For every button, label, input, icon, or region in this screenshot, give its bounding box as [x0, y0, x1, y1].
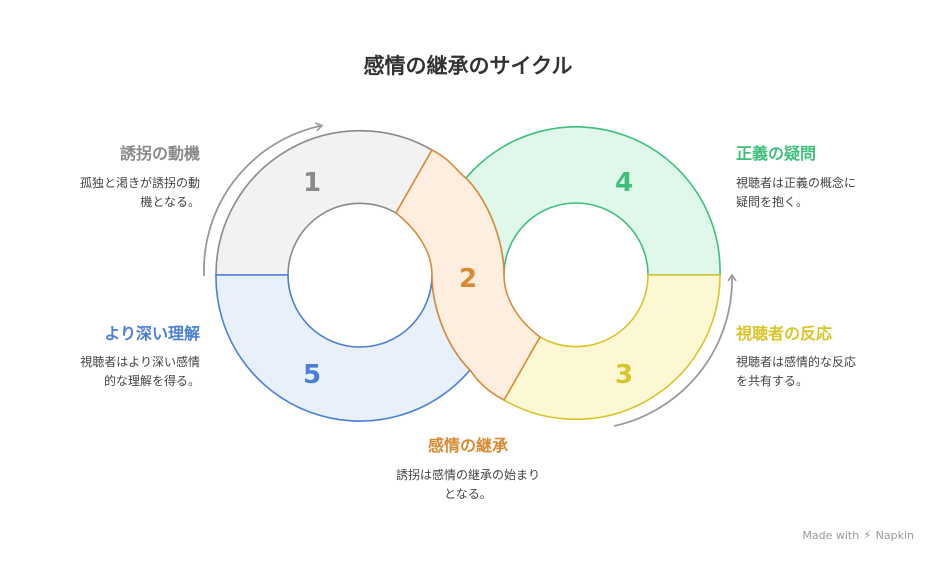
stage-1-text-line-2: 機となる。 — [140, 195, 200, 209]
segment-number-2: 2 — [459, 264, 477, 294]
stage-1-text-line-1: 孤独と渇きが誘拐の動 — [79, 176, 200, 190]
napkin-logo-icon: ⚡ — [863, 528, 872, 542]
stage-1-heading: 誘拐の動機 — [119, 144, 200, 163]
stage-5-heading: より深い理解 — [104, 324, 200, 343]
stage-3-text-line-2: を共有する。 — [736, 374, 809, 388]
arrow-bottom-right — [613, 273, 737, 427]
stage-5-text: 視聴者はより深い感情 的な理解を得る。 — [80, 353, 200, 391]
segment-2 — [394, 148, 542, 402]
segment-number-4: 4 — [615, 168, 633, 198]
stage-3-text-line-1: 視聴者は感情的な反応 — [736, 355, 857, 369]
segment-4 — [464, 126, 721, 276]
stage-3-heading: 視聴者の反応 — [736, 324, 833, 343]
stage-3-text: 視聴者は感情的な反応 を共有する。 — [736, 353, 856, 391]
stage-4-heading: 正義の疑問 — [736, 144, 817, 163]
stage-5-text-line-1: 視聴者はより深い感情 — [80, 355, 200, 369]
stage-4-text: 視聴者は正義の概念に 疑問を抱く。 — [736, 174, 856, 212]
stage-1-text: 孤独と渇きが誘拐の動 機となる。 — [80, 174, 200, 212]
stage-4-text-line-2: 疑問を抱く。 — [736, 195, 809, 209]
stage-2-text-line-1: 誘拐は感情の継承の始まり — [395, 468, 540, 482]
stage-4-text-line-1: 視聴者は正義の概念に — [736, 176, 857, 190]
segment-number-5: 5 — [303, 360, 321, 390]
segment-number-1: 1 — [303, 168, 321, 198]
segment-number-3: 3 — [615, 360, 633, 390]
stage-2-text-line-2: となる。 — [444, 487, 492, 501]
segment-5 — [215, 274, 472, 422]
stage-2-text: 誘拐は感情の継承の始まり となる。 — [348, 466, 588, 504]
stage-5-text-line-2: 的な理解を得る。 — [103, 374, 200, 388]
footer-credit: Made with ⚡ Napkin — [802, 528, 914, 542]
arrow-top-left — [203, 122, 324, 277]
stage-2-heading: 感情の継承 — [427, 436, 508, 455]
segment-1 — [215, 129, 434, 276]
segment-3 — [502, 274, 721, 421]
napkin-brand-label: Napkin — [875, 528, 914, 542]
made-with-label: Made with — [802, 528, 860, 542]
diagram-title: 感情の継承のサイクル — [363, 54, 573, 78]
